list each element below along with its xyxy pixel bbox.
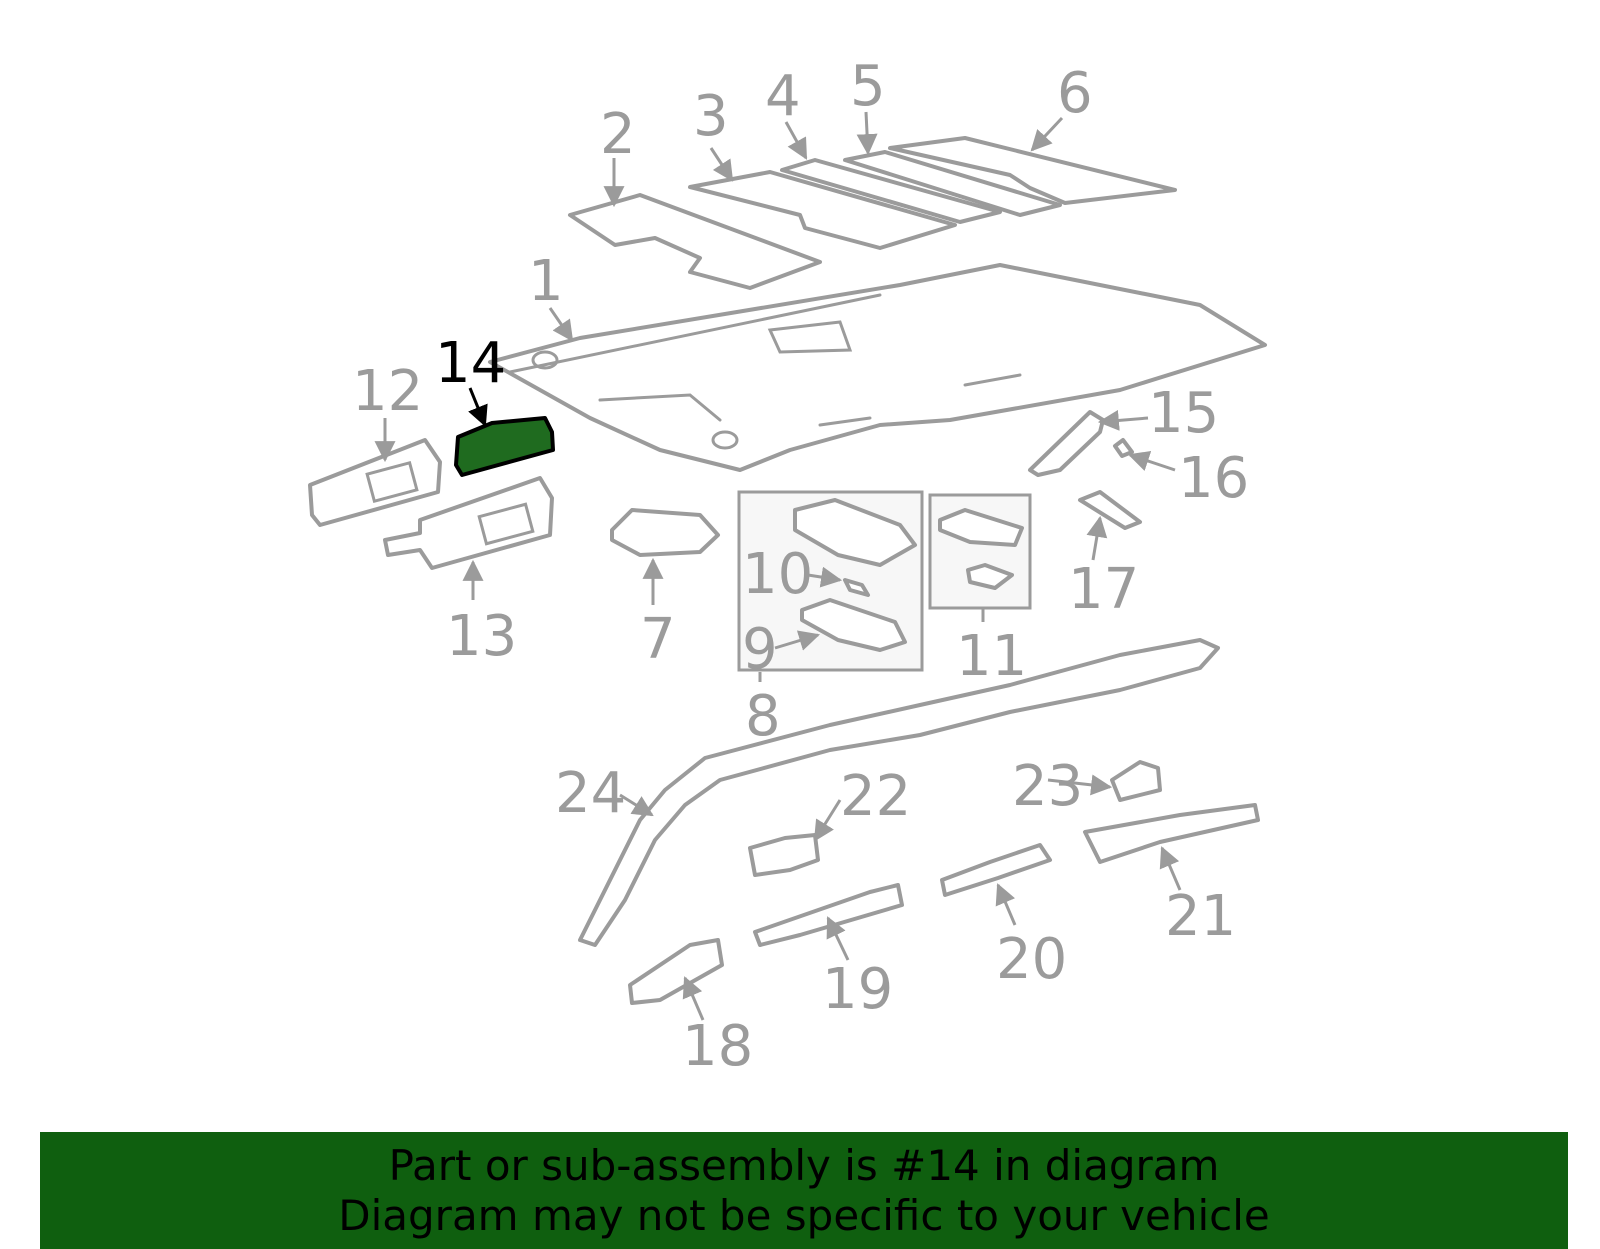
part-21-trim[interactable]	[1083, 803, 1260, 864]
callout-1: 1	[528, 249, 564, 314]
part-15-grab-handle[interactable]	[1028, 410, 1105, 477]
part-2-pad[interactable]	[568, 193, 822, 290]
part-14-highlighted[interactable]	[454, 416, 555, 477]
callout-16: 16	[1178, 446, 1249, 511]
part-4-pad[interactable]	[780, 158, 1002, 224]
leader-arrows	[374, 111, 1182, 1021]
part-16-cap[interactable]	[1113, 438, 1134, 458]
part-12-sun-visor[interactable]	[308, 438, 442, 527]
callout-23: 23	[1012, 754, 1083, 819]
part-24-curtain-airbag[interactable]	[578, 638, 1220, 947]
callout-24: 24	[555, 761, 626, 826]
part-10-lens[interactable]	[843, 578, 870, 597]
callout-17: 17	[1068, 557, 1139, 622]
part-18-bracket[interactable]	[628, 938, 724, 1005]
callout-18: 18	[682, 1014, 753, 1079]
parts-diagram: 1 2 3 4 5 6 7 8 9 10 11 12 13 14 15 16 1…	[308, 54, 1267, 1079]
callout-15: 15	[1148, 381, 1219, 446]
banner-line-2: Diagram may not be specific to your vehi…	[338, 1190, 1270, 1240]
callout-6: 6	[1057, 61, 1093, 126]
part-7-lamp[interactable]	[610, 508, 720, 557]
callout-7: 7	[640, 607, 676, 672]
callout-5: 5	[850, 54, 886, 119]
part-22-clip[interactable]	[748, 833, 820, 877]
callout-2: 2	[600, 102, 636, 167]
callout-21: 21	[1165, 884, 1236, 949]
part-11-lamp[interactable]	[938, 508, 1024, 547]
callout-14-selected: 14	[435, 331, 506, 396]
part-19-trim[interactable]	[753, 883, 904, 947]
part-13-sun-visor[interactable]	[383, 476, 554, 570]
part-9-bezel[interactable]	[800, 598, 907, 652]
callout-4: 4	[765, 64, 801, 129]
callout-9: 9	[742, 617, 778, 682]
part-20-trim[interactable]	[940, 843, 1052, 897]
banner-line-1: Part or sub-assembly is #14 in diagram	[388, 1140, 1220, 1190]
callout-8: 8	[745, 684, 781, 749]
part-1-headliner[interactable]	[488, 263, 1267, 472]
part-3-pad[interactable]	[688, 170, 957, 250]
callout-10: 10	[742, 542, 813, 607]
info-banner: Part or sub-assembly is #14 in diagram D…	[40, 1132, 1568, 1249]
callout-12: 12	[352, 359, 423, 424]
part-11-bulb[interactable]	[966, 563, 1014, 590]
part-23-clip[interactable]	[1110, 760, 1162, 802]
part-8-console[interactable]	[793, 498, 917, 567]
callout-3: 3	[693, 84, 729, 149]
callout-19: 19	[822, 957, 893, 1022]
callout-22: 22	[840, 764, 911, 829]
callout-13: 13	[446, 604, 517, 669]
part-17-hook[interactable]	[1078, 490, 1142, 530]
callout-11: 11	[956, 624, 1027, 689]
callout-20: 20	[996, 927, 1067, 992]
part-6-pad[interactable]	[888, 136, 1177, 205]
group-box-11	[928, 493, 1032, 610]
